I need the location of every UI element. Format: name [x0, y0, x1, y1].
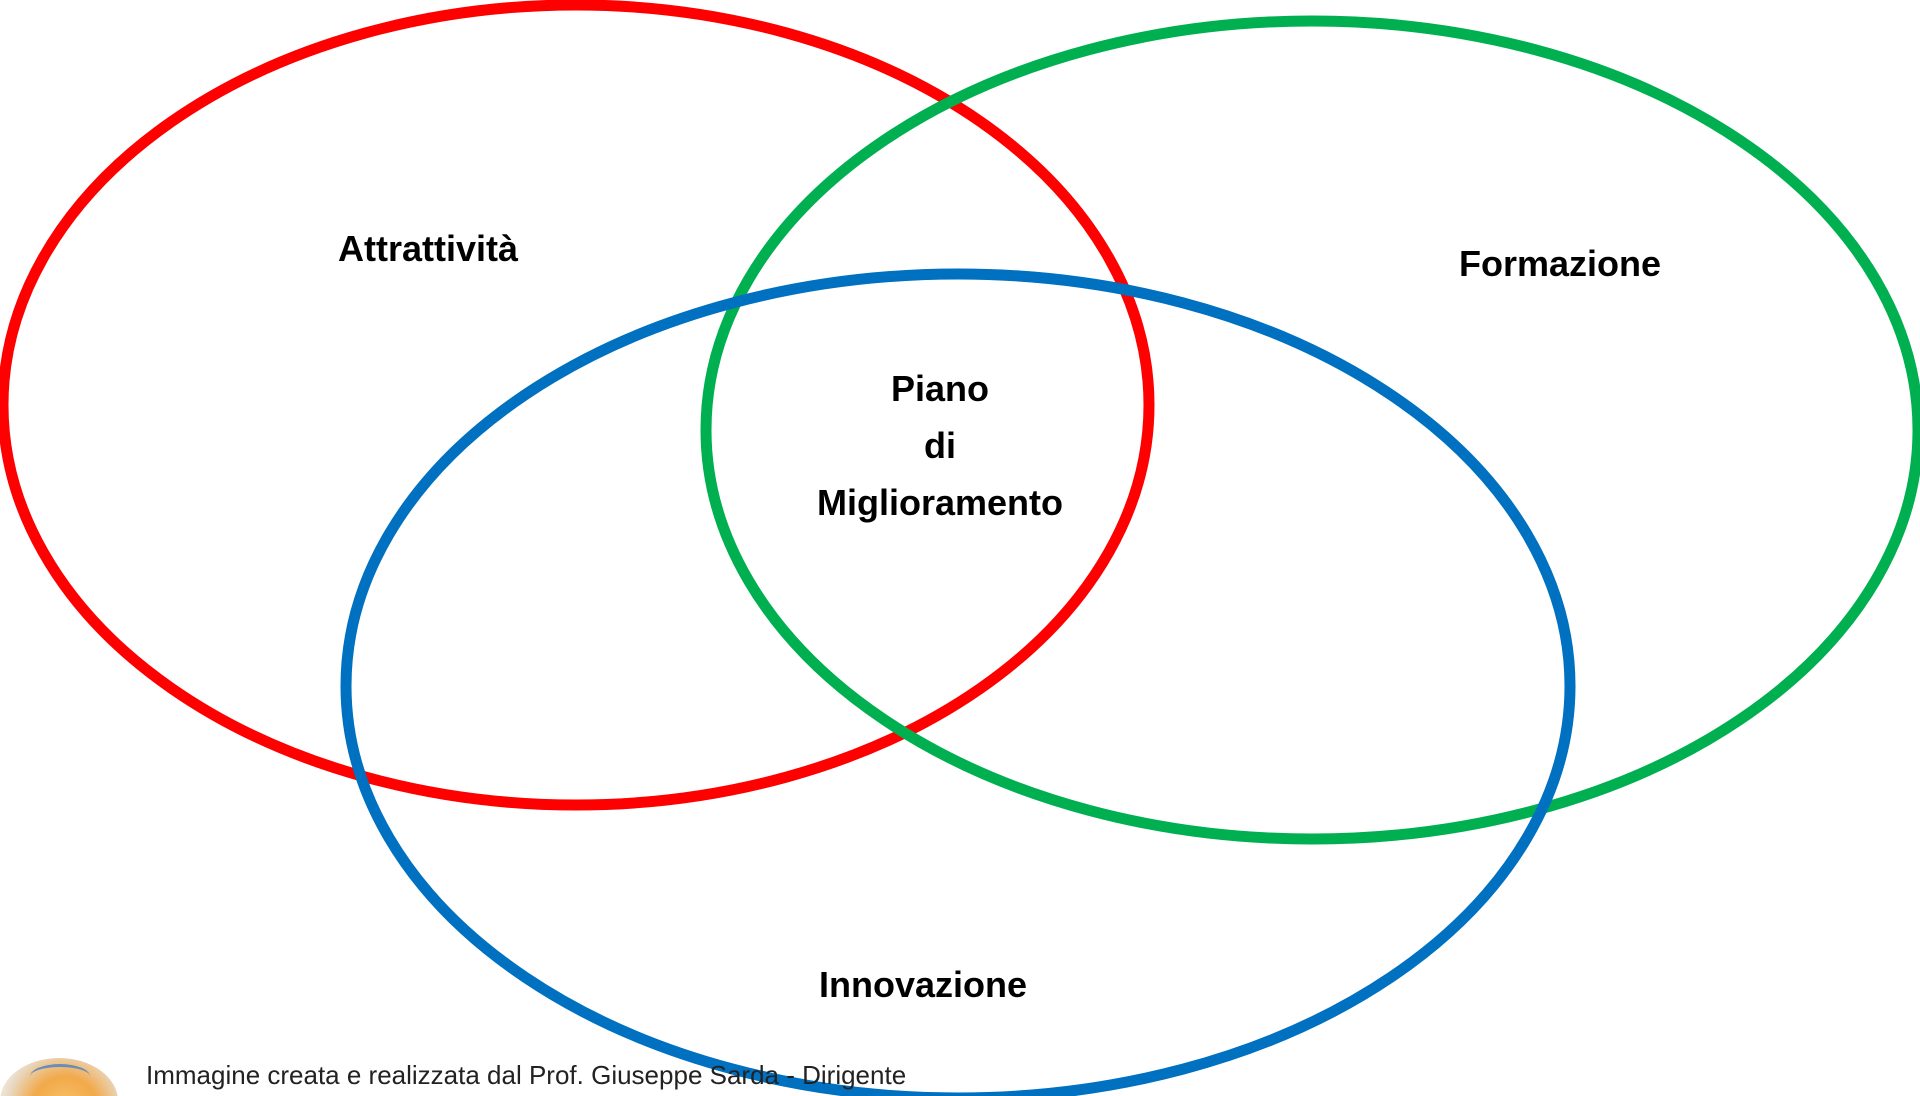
blue-set-ellipse: [340, 268, 1576, 1096]
green-set-ellipse: [700, 15, 1920, 845]
footer: Immagine creata e realizzata dal Prof. G…: [0, 1058, 1920, 1096]
logo-arc-mark: [30, 1064, 90, 1089]
center-label-line-1: Piano: [890, 368, 989, 409]
red-set-ellipse: [0, 0, 1155, 811]
center-label-line-2: di: [924, 425, 956, 466]
school-logo-icon: [0, 1058, 118, 1096]
footer-credit-text: Immagine creata e realizzata dal Prof. G…: [146, 1060, 907, 1090]
innovazione-label: Innovazione: [819, 964, 1028, 1005]
center-intersection-label: Piano di Miglioramento: [760, 360, 1120, 531]
attrattivita-label: Attrattività: [338, 228, 519, 269]
formazione-label: Formazione: [1459, 243, 1662, 284]
center-label-line-3: Miglioramento: [816, 482, 1063, 523]
